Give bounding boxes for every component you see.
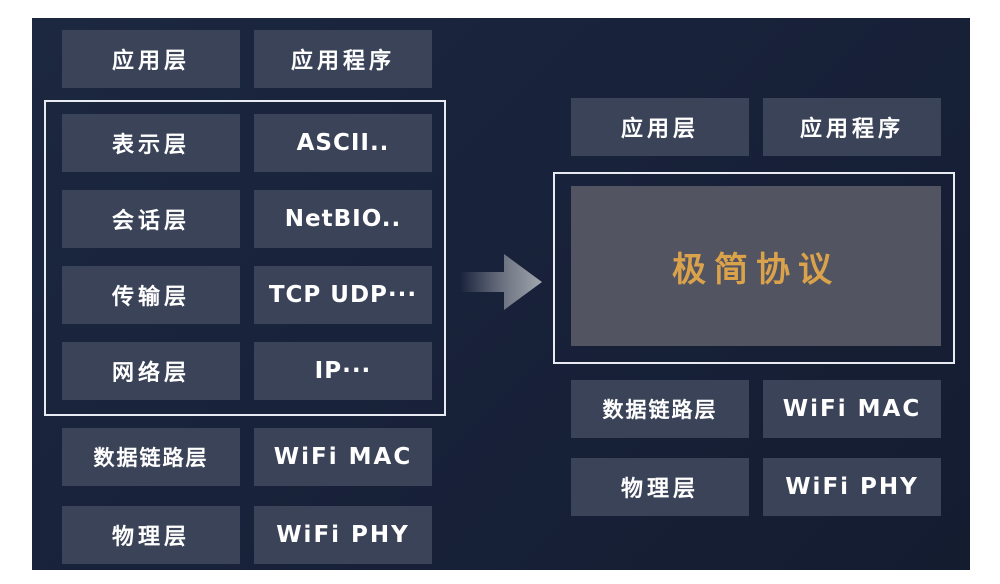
left-layer-network: 网络层: [62, 342, 240, 400]
left-layer-transport: 传输层: [62, 266, 240, 324]
left-example-network: IP···: [254, 342, 432, 400]
left-layer-application: 应用层: [62, 30, 240, 88]
minimal-protocol-block: 极简协议: [571, 186, 941, 346]
left-example-physical: WiFi PHY: [254, 506, 432, 564]
right-layer-physical: 物理层: [571, 458, 749, 516]
left-layer-presentation: 表示层: [62, 114, 240, 172]
right-example-application: 应用程序: [763, 98, 941, 156]
left-layer-datalink: 数据链路层: [62, 428, 240, 486]
left-example-transport: TCP UDP···: [254, 266, 432, 324]
right-example-datalink: WiFi MAC: [763, 380, 941, 438]
right-protocol-frame: [553, 172, 955, 364]
left-osi-frame: [44, 100, 446, 416]
left-example-datalink: WiFi MAC: [254, 428, 432, 486]
right-layer-datalink: 数据链路层: [571, 380, 749, 438]
right-example-physical: WiFi PHY: [763, 458, 941, 516]
left-example-presentation: ASCII..: [254, 114, 432, 172]
right-layer-application: 应用层: [571, 98, 749, 156]
left-layer-physical: 物理层: [62, 506, 240, 564]
left-example-application: 应用程序: [254, 30, 432, 88]
arrow-right-icon: [460, 254, 542, 310]
left-example-session: NetBIO..: [254, 190, 432, 248]
left-layer-session: 会话层: [62, 190, 240, 248]
